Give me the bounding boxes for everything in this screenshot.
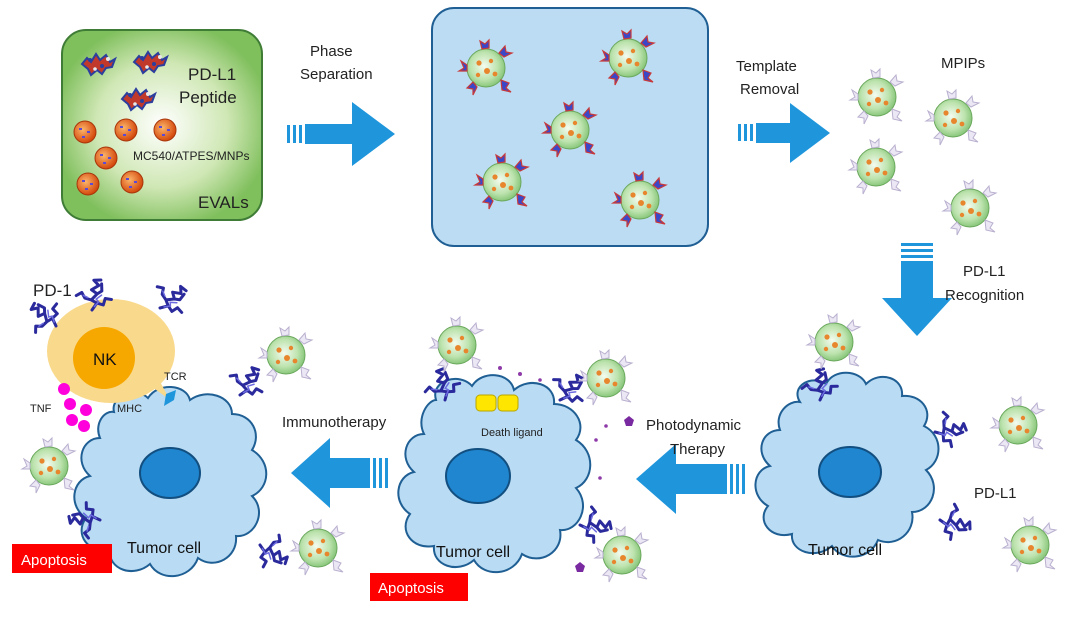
death-ligand-block <box>497 394 519 412</box>
phase-separation-label-2: Separation <box>300 66 373 83</box>
template-removal-label-2: Removal <box>740 81 799 98</box>
mpip-left-1 <box>258 326 313 383</box>
mpip-left-3 <box>290 519 345 576</box>
phase-separation-label: Phase <box>310 43 353 60</box>
mhc-label: MHC <box>117 403 142 415</box>
phase-separation-panel <box>431 7 709 247</box>
mpips-group <box>848 68 997 236</box>
arrow-photodynamic <box>636 444 745 514</box>
tcr-label: TCR <box>164 371 187 383</box>
mpips-label: MPIPs <box>941 55 985 72</box>
tumor-cell-middle <box>397 362 616 574</box>
tnf-label: TNF <box>30 403 52 415</box>
tumor-cell-left-label: Tumor cell <box>127 540 201 557</box>
pd-l1-receptor-label: PD-L1 <box>974 485 1017 502</box>
mpip-right-2 <box>990 396 1045 453</box>
mpip-middle-3 <box>594 526 649 583</box>
mpip-right-3 <box>1002 516 1057 573</box>
nucleus <box>445 448 511 504</box>
template-removal-label: Template <box>736 58 797 75</box>
tumor-cell-left <box>64 362 293 578</box>
mpip-left-2 <box>21 437 76 494</box>
mpip-middle-1 <box>429 316 484 373</box>
pd-l1-peptide-label-2: Peptide <box>179 88 237 107</box>
nk-cell <box>22 274 195 406</box>
tcr-mhc-connector <box>164 390 176 406</box>
photodynamic-label-2: Therapy <box>670 441 726 458</box>
photodynamic-label: Photodynamic <box>646 417 742 434</box>
nk-core <box>73 327 135 389</box>
arrow-template-removal <box>738 103 830 163</box>
tnf-dots <box>58 383 92 432</box>
nk-label: NK <box>93 350 117 369</box>
death-ligand-block <box>475 394 497 412</box>
photosensitizer-dots <box>498 366 634 572</box>
arrow-phase-separation <box>287 102 395 166</box>
apoptosis-middle-label: Apoptosis <box>378 580 444 597</box>
pd-l1-recognition-label: PD-L1 <box>963 263 1006 280</box>
apoptosis-badge-left: Apoptosis <box>12 544 112 573</box>
pd-l1-peptide-label: PD-L1 <box>188 65 236 84</box>
evals-label: EVALs <box>198 193 249 212</box>
arrow-pd-l1-recognition <box>882 243 952 336</box>
evals-panel: PD-L1 Peptide MC540/ATPES/MNPs EVALs <box>61 29 263 221</box>
mpip-middle-2 <box>578 349 633 406</box>
nucleus <box>818 446 882 498</box>
nucleus <box>139 447 201 499</box>
tumor-cell-middle-label: Tumor cell <box>436 544 510 561</box>
apoptosis-left-label: Apoptosis <box>21 552 87 569</box>
arrow-immunotherapy <box>291 438 388 508</box>
immunotherapy-label: Immunotherapy <box>282 414 387 431</box>
mnps-label: MC540/ATPES/MNPs <box>133 149 249 163</box>
pd-l1-recognition-label-2: Recognition <box>945 287 1024 304</box>
tumor-cell-right-label: Tumor cell <box>808 542 882 559</box>
death-ligand-label: Death ligand <box>481 427 543 439</box>
tumor-cell-right <box>754 364 974 558</box>
pd-1-label: PD-1 <box>33 281 72 300</box>
mpip-right-1 <box>806 313 861 370</box>
apoptosis-badge-middle: Apoptosis <box>370 573 468 601</box>
